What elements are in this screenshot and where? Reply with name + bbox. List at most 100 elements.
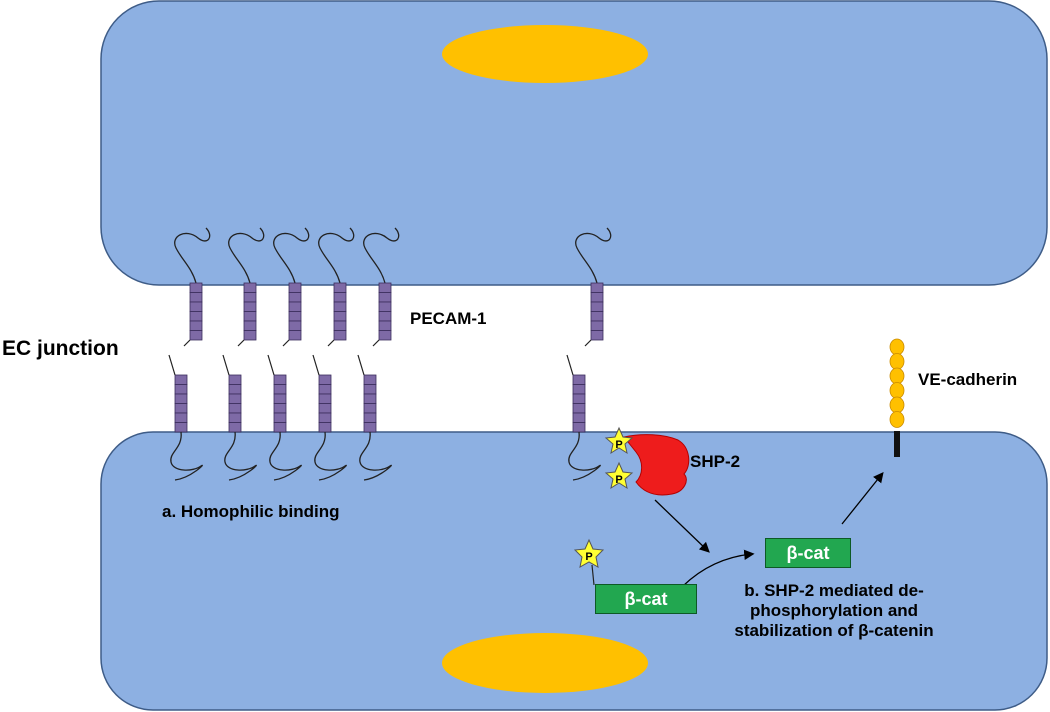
- pecam-lower-3: [267, 354, 302, 481]
- pecam-lower-domain: [174, 384, 188, 395]
- pecam-molecules: [168, 227, 612, 481]
- pecam-lower-domain: [174, 393, 188, 404]
- pecam-lower-domain: [572, 422, 586, 433]
- pecam-upper-tail: [575, 227, 612, 284]
- pecam-lower-domain: [363, 403, 377, 414]
- pecam-upper-domain: [288, 292, 302, 303]
- pecam-lower-domain: [318, 403, 332, 414]
- pecam-upper-domain: [288, 301, 302, 312]
- phospho-star-1: P: [604, 426, 634, 455]
- ec-junction-label: EC junction: [2, 337, 119, 360]
- pecam-upper-domain: [288, 311, 302, 322]
- ve-cadherin-domain: [889, 353, 905, 370]
- pecam-upper-tail: [363, 227, 400, 284]
- pecam-upper-domain: [243, 320, 257, 331]
- lower-nucleus: [442, 633, 648, 693]
- pecam-lower-2: [222, 354, 257, 481]
- ve-cadherin-domain: [889, 338, 905, 356]
- phospho-star-2: P: [604, 461, 634, 490]
- pecam-upper-linker: [327, 339, 335, 347]
- pecam-upper-5: [363, 227, 400, 347]
- pecam-upper-tail: [228, 227, 265, 284]
- pecam-upper-domain: [243, 311, 257, 322]
- pecam-upper-tail: [273, 227, 310, 284]
- pecam-lower-linker: [566, 354, 574, 376]
- pecam-lower-domain: [273, 422, 287, 433]
- pecam-upper-domain: [189, 320, 203, 331]
- pecam-lower-domain: [273, 384, 287, 395]
- ve-cadherin-domains: [889, 338, 905, 428]
- arrow-dephosphorylation: [682, 549, 755, 587]
- pecam-upper-linker: [183, 339, 191, 347]
- pecam-upper-2: [228, 227, 265, 347]
- star-shape-1: [604, 426, 634, 455]
- pecam-lower-domain: [318, 374, 332, 385]
- upper-nucleus: [442, 25, 648, 83]
- pecam-upper-domain: [378, 282, 392, 293]
- pecam-upper-domain: [288, 330, 302, 341]
- pecam-lower-linker: [357, 354, 365, 376]
- ve-cadherin-domain: [889, 411, 905, 428]
- pecam-upper-1: [174, 227, 211, 347]
- pecam-upper-linker: [282, 339, 290, 347]
- pecam-lower-domain: [318, 384, 332, 395]
- shp2-mediated-label: b. SHP-2 mediated de-phosphorylation and…: [734, 581, 934, 640]
- pecam-lower-domain: [273, 374, 287, 385]
- pecam-upper-domain: [378, 292, 392, 303]
- pecam-upper-domain: [590, 282, 604, 293]
- phospho-star-bcat: P: [573, 538, 605, 586]
- pecam-lower-domain: [363, 393, 377, 404]
- pecam-lower-tail: [224, 431, 257, 481]
- phospho-tether: [591, 564, 595, 586]
- pecam-lower-tail: [314, 431, 347, 481]
- pecam-upper-3: [273, 227, 310, 347]
- pecam-upper-domain: [378, 311, 392, 322]
- pecam-lower-domain: [318, 422, 332, 433]
- pecam-lower-domain: [572, 412, 586, 423]
- pecam-lower-5: [357, 354, 392, 481]
- star-shape-2: [604, 461, 634, 490]
- pecam-upper-domain: [189, 301, 203, 312]
- star-shape-3: [573, 538, 605, 568]
- pecam-lower-linker: [267, 354, 275, 376]
- pecam-lower-domain: [572, 403, 586, 414]
- pecam-upper-domain: [333, 311, 347, 322]
- pecam-upper-domain: [378, 330, 392, 341]
- pecam-lower-domain: [174, 403, 188, 414]
- pecam-upper-domain: [333, 292, 347, 303]
- pecam-lower-domain: [228, 374, 242, 385]
- pecam-upper-tail: [318, 227, 355, 284]
- beta-catenin-phosphorylated: β-cat: [595, 584, 697, 614]
- pecam-label: PECAM-1: [410, 309, 487, 328]
- pecam-lower-domain: [228, 412, 242, 423]
- pecam-lower-domain: [363, 384, 377, 395]
- upper-cell: [100, 0, 1048, 286]
- pecam-upper-domain: [590, 330, 604, 341]
- pecam-upper-linker: [237, 339, 245, 347]
- shp2-enzyme: [623, 434, 690, 496]
- homophilic-binding-label: a. Homophilic binding: [162, 502, 340, 521]
- pecam-upper-4: [318, 227, 355, 347]
- pecam-lower-linker: [168, 354, 176, 376]
- pecam-lower-domain: [363, 374, 377, 385]
- pecam-upper-linker: [584, 339, 592, 347]
- pecam-upper-domain: [189, 311, 203, 322]
- ve-cadherin-molecule: [889, 338, 905, 457]
- pecam-lower-domain: [363, 422, 377, 433]
- pecam-upper-domain: [333, 282, 347, 293]
- pecam-upper-domain: [243, 292, 257, 303]
- pecam-lower-linker: [312, 354, 320, 376]
- pecam-lower-domain: [572, 384, 586, 395]
- pecam-upper-domain: [590, 311, 604, 322]
- phospho-label-3: P: [585, 551, 592, 563]
- pecam-upper-domain: [243, 301, 257, 312]
- pecam-lower-linker: [222, 354, 230, 376]
- ve-cadherin-domain: [889, 367, 905, 385]
- pecam-lower-domain: [318, 393, 332, 404]
- pecam-lower-domain: [273, 403, 287, 414]
- phospho-label-1: P: [615, 439, 622, 451]
- pecam-upper-domain: [189, 282, 203, 293]
- pecam-upper-domain: [333, 330, 347, 341]
- pecam-lower-domain: [363, 412, 377, 423]
